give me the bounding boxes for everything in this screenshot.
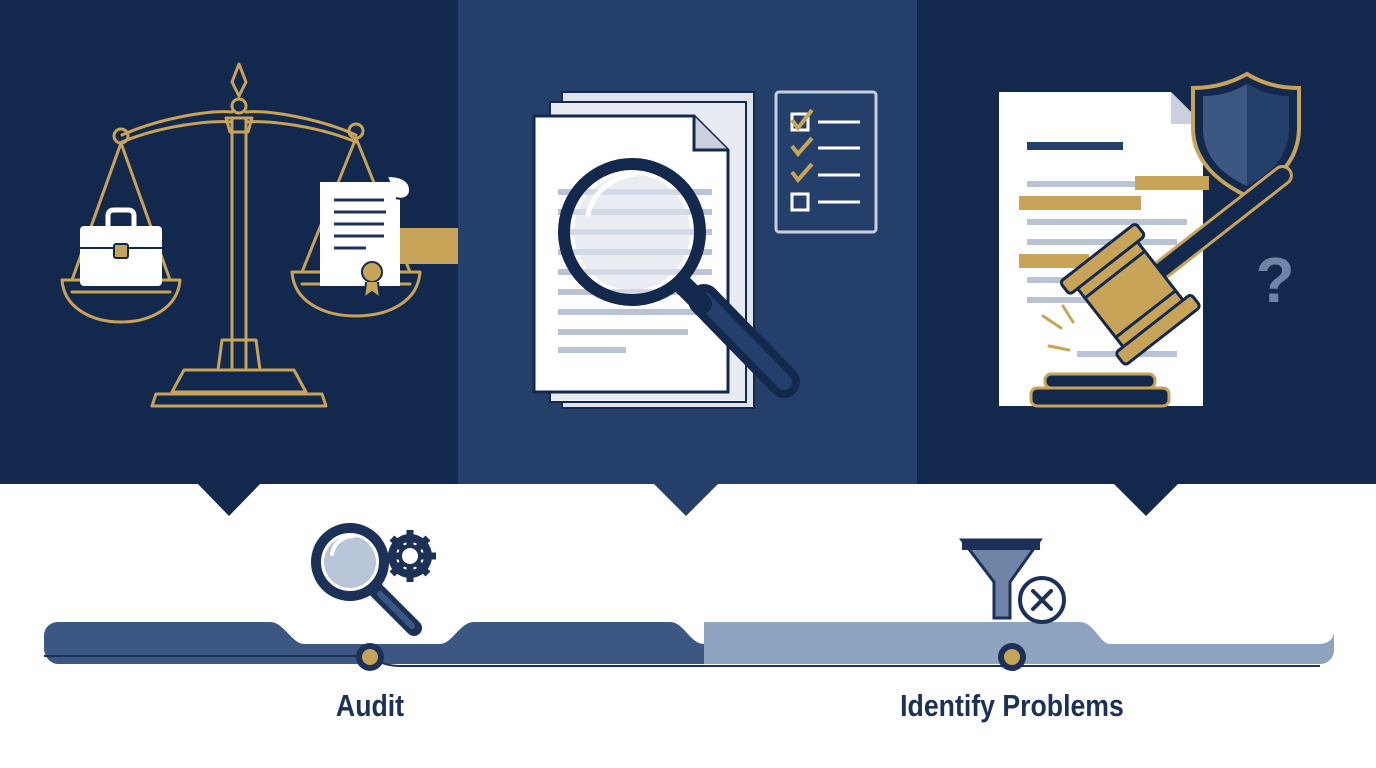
legal-ruling-illustration: ? bbox=[999, 71, 1301, 408]
panel-scales bbox=[0, 0, 458, 484]
pointer-notch-2 bbox=[652, 482, 720, 516]
timeline-ribbon-right bbox=[704, 622, 1334, 664]
illustration-panels: ? bbox=[0, 0, 1376, 484]
shield-icon bbox=[1191, 71, 1301, 199]
panel-document-review bbox=[458, 0, 917, 484]
scales-of-justice-icon bbox=[60, 62, 458, 408]
briefcase-icon bbox=[80, 207, 162, 286]
question-mark-icon: ? bbox=[1255, 244, 1294, 316]
timeline-ribbon-left bbox=[44, 622, 704, 664]
sound-block-icon bbox=[1029, 304, 1171, 408]
document-review-illustration bbox=[532, 90, 878, 409]
arrow-right-icon bbox=[400, 228, 458, 264]
search-gear-icon bbox=[311, 523, 436, 636]
pointer-notch-1 bbox=[196, 482, 262, 516]
funnel-cross-icon bbox=[958, 538, 1066, 624]
panel-legal-ruling: ? bbox=[917, 0, 1376, 484]
gavel-icon bbox=[1059, 165, 1293, 366]
pointer-notch-3 bbox=[1112, 482, 1180, 516]
step-label-identify-problems: Identify Problems bbox=[900, 688, 1124, 723]
step-label-audit: Audit bbox=[335, 688, 405, 723]
magnifying-glass-icon bbox=[558, 158, 800, 398]
checklist-icon bbox=[774, 90, 878, 234]
contract-document-icon bbox=[320, 175, 412, 301]
svg-text:?: ? bbox=[1255, 244, 1294, 316]
